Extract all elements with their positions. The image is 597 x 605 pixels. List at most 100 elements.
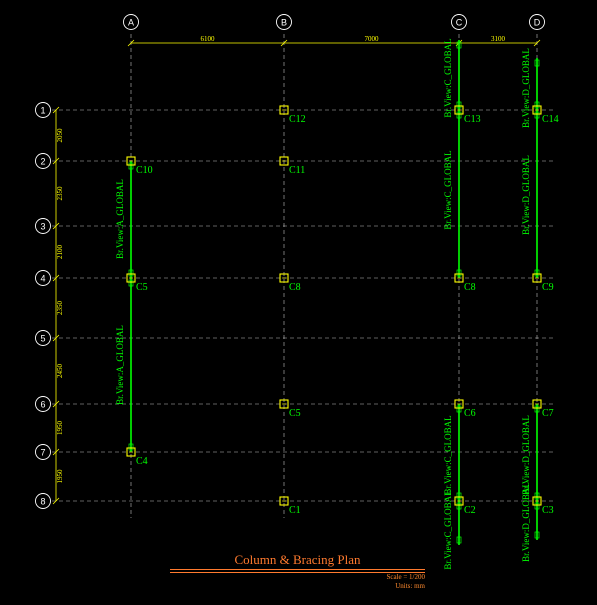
grid-bubble-D — [529, 14, 545, 30]
grid-bubble-label: A — [128, 18, 134, 28]
brace-end-mark — [128, 269, 134, 277]
brace-end-mark — [534, 405, 540, 413]
column-marker — [279, 399, 289, 409]
dimension-tick — [52, 400, 60, 408]
brace-label: Br.View:C_GLOBAL — [443, 150, 453, 229]
scale-text: Scale = 1/200 — [386, 573, 425, 581]
brace-end-mark — [456, 502, 462, 510]
column-marker — [126, 156, 136, 166]
grid-bubble-5 — [35, 330, 51, 346]
brace-end-mark — [128, 162, 134, 170]
column-marker — [532, 273, 542, 283]
dimension-tick — [52, 448, 60, 456]
grid-bubble-label: 6 — [40, 400, 45, 410]
grid-bubble-4 — [35, 270, 51, 286]
column-marker — [279, 496, 289, 506]
dimension-text: 6100 — [201, 35, 216, 43]
grid-bubble-C — [451, 14, 467, 30]
grid-bubble-label: D — [534, 18, 541, 28]
grid-bubble-B — [276, 14, 292, 30]
grid-bubble-2 — [35, 153, 51, 169]
brace-end-mark — [456, 101, 462, 109]
column-marker — [454, 399, 464, 409]
brace-end-mark — [534, 492, 540, 500]
dimension-tick — [52, 334, 60, 342]
brace-label: Br.View:C_GLOBAL — [443, 490, 453, 569]
brace-end-mark — [456, 269, 462, 277]
dimension-tick — [280, 39, 288, 47]
column-label: C10 — [136, 165, 153, 176]
grid-bubble-7 — [35, 444, 51, 460]
dimension-tick — [52, 106, 60, 114]
column-label: C8 — [464, 282, 476, 293]
column-label: C9 — [542, 282, 554, 293]
column-label: C5 — [136, 282, 148, 293]
column-marker — [454, 105, 464, 115]
brace-label: Br.View:D_GLOBAL — [521, 482, 531, 562]
grid-bubble-8 — [35, 493, 51, 509]
column-label: C7 — [542, 408, 554, 419]
grid-bubble-label: 1 — [40, 106, 45, 116]
grid-bubble-3 — [35, 218, 51, 234]
brace-label: Br.View:C_GLOBAL — [443, 38, 453, 117]
column-label: C1 — [289, 505, 301, 516]
brace-end-mark — [128, 279, 134, 287]
bracing-layer: Br.View:A_GLOBAL Br.View:A_GLOBAL Br.View:… — [115, 38, 540, 570]
dimension-text: 2050 — [56, 128, 64, 143]
column-label: C5 — [289, 408, 301, 419]
brace-end-mark — [456, 492, 462, 500]
column-label: C12 — [289, 114, 306, 125]
column-marker — [454, 273, 464, 283]
dimension-tick — [52, 274, 60, 282]
column-label: C6 — [464, 408, 476, 419]
brace-end-mark — [534, 59, 540, 67]
grid-bubble-label: 5 — [40, 334, 45, 344]
grid-bubble-1 — [35, 102, 51, 118]
dimension-text: 3100 — [491, 35, 506, 43]
dimension-tick — [52, 222, 60, 230]
dimension-text: 2450 — [56, 364, 64, 379]
drawing-title: Column & Bracing Plan — [234, 552, 361, 567]
brace-end-mark — [456, 536, 462, 544]
column-marker — [279, 105, 289, 115]
brace-end-mark — [128, 443, 134, 451]
column-marker — [279, 156, 289, 166]
brace-end-mark — [534, 111, 540, 119]
brace-end-mark — [456, 405, 462, 413]
brace-end-mark — [534, 531, 540, 539]
dimension-text: 2100 — [56, 245, 64, 260]
column-label: C11 — [289, 165, 305, 176]
dimension-text: 2350 — [56, 186, 64, 201]
dimension-tick — [52, 497, 60, 505]
column-marker — [126, 273, 136, 283]
grid-bubble-label: 8 — [40, 497, 45, 507]
grid-bubble-label: 3 — [40, 222, 45, 232]
grid-bubble-label: 7 — [40, 448, 45, 458]
dimension-tick — [52, 157, 60, 165]
grid-bubble-label: 2 — [40, 157, 45, 167]
dimension-text: 1950 — [56, 469, 64, 484]
dimension-tick — [127, 39, 135, 47]
column-label: C4 — [136, 456, 148, 467]
column-marker — [532, 399, 542, 409]
brace-label: Br.View:A_GLOBAL — [115, 325, 125, 405]
column-label: C13 — [464, 114, 481, 125]
column-marker — [532, 105, 542, 115]
brace-end-mark — [534, 269, 540, 277]
grid-bubble-label: B — [281, 18, 287, 28]
brace-label: Br.View:A_GLOBAL — [115, 179, 125, 259]
brace-label: Br.View:D_GLOBAL — [521, 415, 531, 495]
title-underline — [170, 569, 425, 573]
brace-end-mark — [534, 502, 540, 510]
brace-end-mark — [534, 101, 540, 109]
brace-label: Br.View:C_GLOBAL — [443, 415, 453, 494]
column-label: C8 — [289, 282, 301, 293]
dimension-text: 2350 — [56, 301, 64, 316]
column-label: C14 — [542, 114, 559, 125]
grid-bubble-label: 4 — [40, 274, 45, 284]
column-marker — [454, 496, 464, 506]
dimension-text: 1950 — [56, 421, 64, 436]
dimension-tick — [533, 39, 541, 47]
